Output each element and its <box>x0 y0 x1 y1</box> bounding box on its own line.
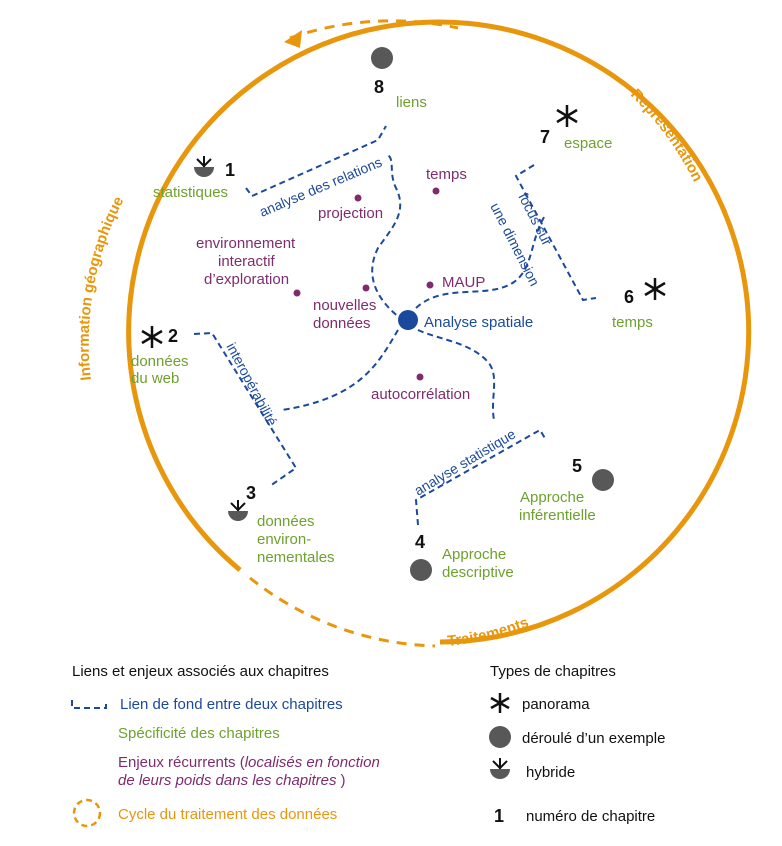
chapter-8-label: liens <box>396 94 427 111</box>
legend-specific-text: Spécificité des chapitres <box>118 725 280 742</box>
chapter-4-label-1: Approche <box>442 546 506 563</box>
legend-hybrid-icon <box>490 758 510 779</box>
center-label: Analyse spatiale <box>424 314 533 331</box>
issue-label-environnement-3: d’exploration <box>204 271 289 288</box>
chapter-5-label-2: inférentielle <box>519 507 596 524</box>
legend-left-title: Liens et enjeux associés aux chapitres <box>72 663 329 680</box>
issue-label-environnement-1: environnement <box>196 235 296 252</box>
chapter-7: 7 espace <box>540 105 612 152</box>
example-chapter-icon <box>410 559 432 581</box>
legend-links: Liens et enjeux associés aux chapitres L… <box>71 663 380 828</box>
issue-dot-nouvelles-donnees <box>362 284 370 292</box>
chapter-8: 8 liens <box>371 47 427 111</box>
link-2-3 <box>193 331 298 487</box>
issue-label-temps: temps <box>426 166 467 183</box>
example-chapter-icon <box>371 47 393 69</box>
link-center-stat <box>417 329 496 421</box>
link-center-dimension <box>415 213 547 309</box>
link-4-5 <box>414 428 547 526</box>
legend-number-symbol: 1 <box>494 806 504 826</box>
chapter-3-number: 3 <box>246 483 256 503</box>
cycle-arc-dashed-bottom <box>249 576 436 648</box>
cycle-arrowhead <box>284 30 302 48</box>
legend-panorama-icon <box>490 693 510 713</box>
chapter-5-number: 5 <box>572 456 582 476</box>
chapter-1: 1 statistiques <box>153 156 235 201</box>
cycle-arc-main <box>126 19 752 645</box>
chapter-3-label-3: nementales <box>257 549 335 566</box>
chapter-6-label: temps <box>612 314 653 331</box>
chapter-7-number: 7 <box>540 127 550 147</box>
cycle-label-representation: Représentation <box>627 86 706 185</box>
legend-link-text: Lien de fond entre deux chapitres <box>120 696 343 713</box>
chapter-4-number: 4 <box>415 532 425 552</box>
issue-label-autocorrelation: autocorrélation <box>371 386 470 403</box>
legend-hybrid-text: hybride <box>526 764 575 781</box>
issue-label-projection: projection <box>318 205 383 222</box>
chapter-2-label-2: du web <box>131 370 179 387</box>
chapter-2-label-1: données <box>131 353 189 370</box>
legend-panorama-text: panorama <box>522 696 590 713</box>
link-1-8 <box>245 125 387 198</box>
issue-dot-maup <box>426 281 434 289</box>
legend-right-title: Types de chapitres <box>490 663 616 680</box>
legend-dashed-link-icon <box>71 700 107 709</box>
chapter-7-label: espace <box>564 135 612 152</box>
legend-chapter-types: Types de chapitres panorama déroulé d’un… <box>489 663 665 826</box>
issue-dot-autocorrelation <box>416 373 424 381</box>
issue-dot-projection <box>354 194 362 202</box>
issue-dot-temps <box>432 187 440 195</box>
chapter-2-number: 2 <box>168 326 178 346</box>
chapter-3-label-1: données <box>257 513 315 530</box>
chapter-1-label: statistiques <box>153 184 228 201</box>
issue-label-nouvelles-donnees-1: nouvelles <box>313 297 376 314</box>
hybrid-chapter-icon <box>194 156 214 177</box>
cycle-label-information-geographique: Information géographique <box>76 194 128 382</box>
link-label-interoperabilite: interopérabilité <box>223 340 280 429</box>
chapter-8-number: 8 <box>374 77 384 97</box>
chapter-4: 4 Approche descriptive <box>410 532 514 581</box>
panorama-chapter-icon <box>644 278 666 300</box>
chapter-5-label-1: Approche <box>520 489 584 506</box>
chapter-2: 2 données du web <box>131 326 189 387</box>
issue-label-environnement-2: interactif <box>218 253 276 270</box>
link-7-6 <box>514 164 597 302</box>
data-processing-cycle <box>126 19 752 648</box>
chapter-6-number: 6 <box>624 287 634 307</box>
chapter-5: 5 Approche inférentielle <box>519 456 614 524</box>
chapter-3: 3 données environ- nementales <box>228 483 335 566</box>
chapter-links <box>193 125 597 526</box>
legend-number-text: numéro de chapitre <box>526 808 655 825</box>
issue-label-maup: MAUP <box>442 274 485 291</box>
recurrent-issues: temps projection environnement interacti… <box>196 166 485 403</box>
cycle-label-traitements: Traitements <box>446 614 531 650</box>
link-center-relations <box>371 153 405 322</box>
chapter-1-number: 1 <box>225 160 235 180</box>
chapter-3-label-2: environ- <box>257 531 311 548</box>
legend-example-text: déroulé d’un exemple <box>522 730 665 747</box>
link-label-analyse-statistique: analyse statistique <box>411 425 518 498</box>
center-node <box>398 310 418 330</box>
panorama-chapter-icon <box>141 326 163 348</box>
panorama-chapter-icon <box>556 105 578 127</box>
hybrid-chapter-icon <box>228 500 248 521</box>
legend-recurrent-text-2: de leurs poids dans les chapitres) <box>118 772 345 789</box>
legend-cycle-icon <box>72 798 102 828</box>
legend-recurrent-text-1: Enjeux récurrents (localisés en fonction <box>118 754 380 771</box>
cycle-arc-dashed-top <box>289 19 459 40</box>
legend-cycle-text: Cycle du traitement des données <box>118 806 337 823</box>
example-chapter-icon <box>592 469 614 491</box>
chapter-4-label-2: descriptive <box>442 564 514 581</box>
legend-example-icon <box>489 726 511 748</box>
issue-label-nouvelles-donnees-2: données <box>313 315 371 332</box>
link-center-interop <box>281 329 399 411</box>
chapter-6: 6 temps <box>612 278 666 331</box>
issue-dot-environnement <box>293 289 301 297</box>
